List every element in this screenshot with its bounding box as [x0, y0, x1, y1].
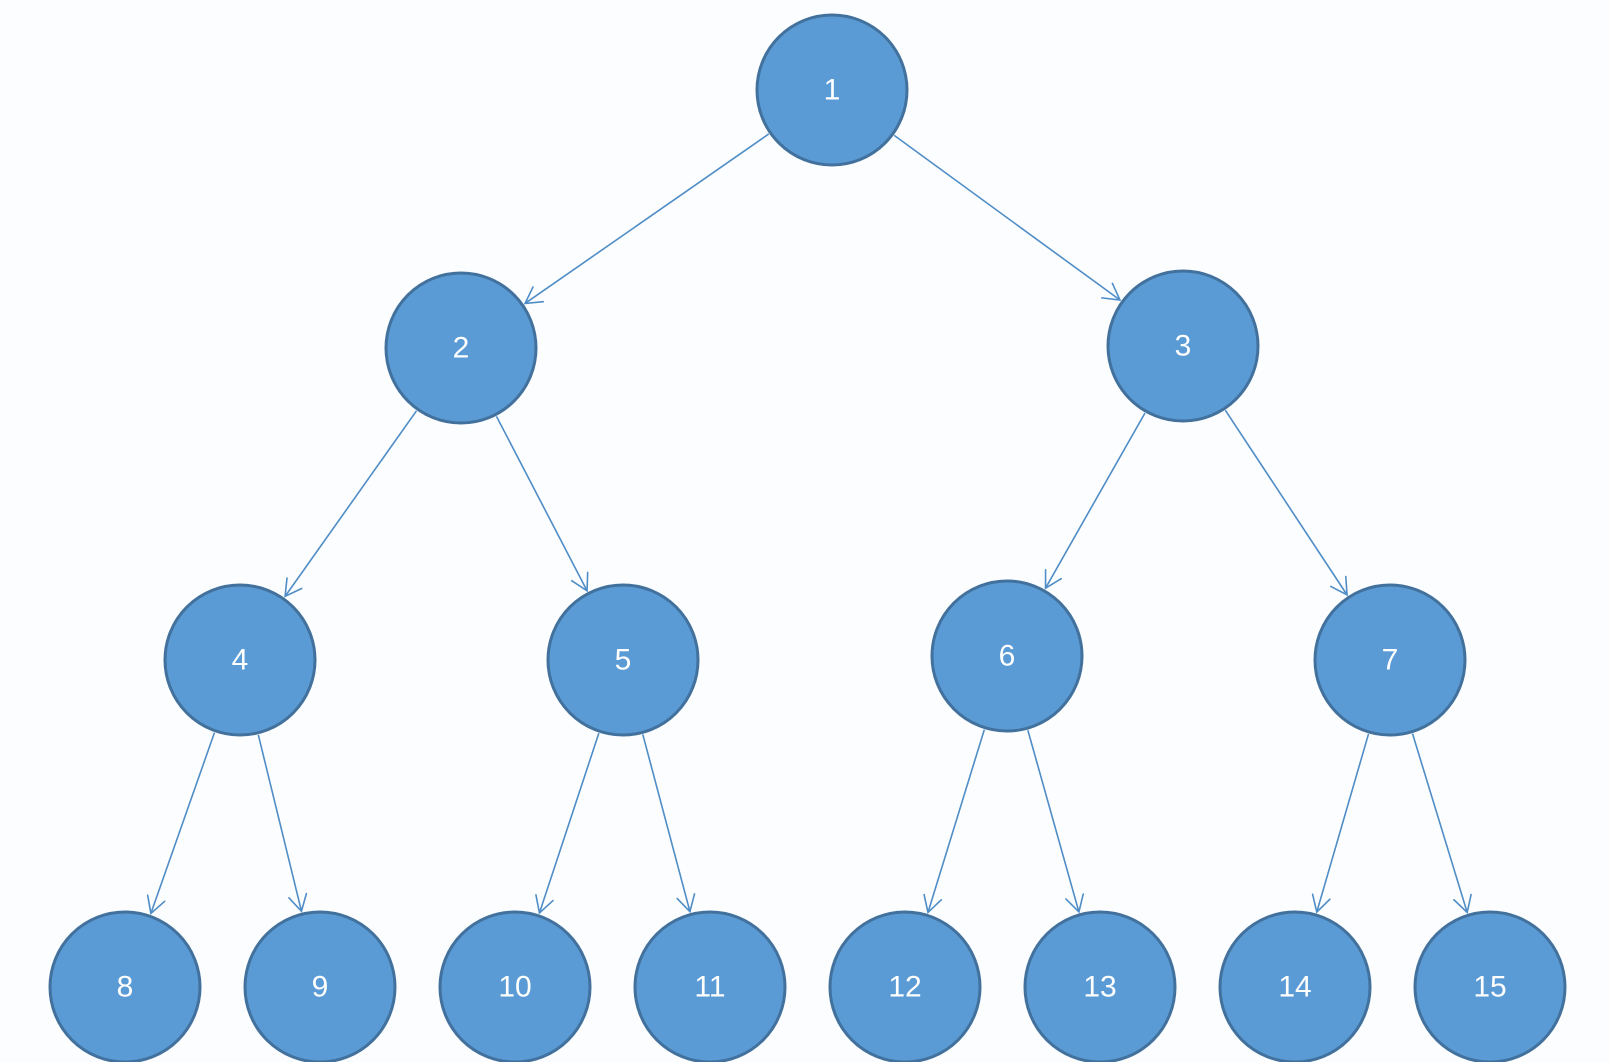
arrowhead-icon: [288, 892, 308, 913]
arrowhead-icon: [1044, 569, 1063, 590]
edge-line: [150, 732, 216, 914]
edge-n7-n14: [1311, 733, 1370, 914]
node-label: 1: [824, 74, 841, 107]
arrowhead-icon: [535, 894, 554, 915]
edge-n6-n12: [923, 729, 986, 915]
tree-node-13: 13: [1023, 910, 1177, 1062]
edge-line: [927, 729, 986, 913]
arrowhead-icon: [676, 893, 696, 914]
node-label: 8: [117, 971, 134, 1004]
edge-n1-n3: [893, 134, 1122, 301]
edge-line: [538, 732, 600, 914]
node-label: 14: [1278, 971, 1311, 1004]
node-label: 9: [312, 971, 329, 1004]
arrowhead-icon: [1311, 893, 1331, 914]
tree-node-15: 15: [1413, 910, 1567, 1062]
tree-node-2: 2: [384, 271, 538, 425]
node-label: 2: [453, 332, 470, 365]
edge-n6-n13: [1027, 729, 1085, 914]
node-circle: [828, 910, 982, 1062]
arrowhead-icon: [1100, 282, 1122, 301]
arrowhead-icon: [1329, 575, 1348, 597]
node-label: 6: [999, 640, 1016, 673]
node-label: 10: [498, 971, 531, 1004]
tree-node-8: 8: [48, 910, 202, 1062]
tree-node-12: 12: [828, 910, 982, 1062]
tree-node-3: 3: [1106, 269, 1260, 423]
node-label: 7: [1382, 644, 1399, 677]
edge-n4-n9: [257, 734, 308, 913]
arrowhead-icon: [146, 894, 166, 915]
edge-line: [642, 734, 691, 912]
node-circle: [1106, 269, 1260, 423]
tree-node-11: 11: [633, 910, 787, 1062]
tree-node-5: 5: [546, 583, 700, 737]
edge-n3-n6: [1044, 412, 1146, 590]
tree-node-7: 7: [1313, 583, 1467, 737]
node-circle: [546, 583, 700, 737]
node-circle: [1413, 910, 1567, 1062]
edge-n2-n5: [495, 415, 589, 593]
edge-line: [1224, 409, 1348, 596]
edge-n3-n7: [1224, 409, 1348, 597]
tree-node-14: 14: [1218, 910, 1372, 1062]
arrowhead-icon: [570, 571, 589, 593]
node-label: 15: [1473, 971, 1506, 1004]
node-circle: [1023, 910, 1177, 1062]
edge-line: [524, 133, 770, 305]
edge-line: [284, 410, 418, 597]
edge-n4-n8: [146, 732, 216, 915]
edge-line: [1027, 729, 1080, 913]
tree-node-6: 6: [930, 579, 1084, 733]
tree-node-10: 10: [438, 910, 592, 1062]
node-circle: [755, 13, 909, 167]
edge-n1-n2: [523, 133, 770, 305]
node-label: 4: [232, 644, 249, 677]
tree-node-1: 1: [755, 13, 909, 167]
arrowhead-icon: [523, 286, 545, 305]
edge-line: [1044, 412, 1146, 589]
node-circle: [633, 910, 787, 1062]
node-circle: [438, 910, 592, 1062]
arrowhead-icon: [1065, 893, 1085, 914]
arrowhead-icon: [923, 893, 943, 915]
edges-layer: [146, 133, 1472, 915]
edge-line: [495, 415, 588, 592]
edge-n7-n15: [1411, 733, 1472, 914]
node-label: 5: [615, 644, 632, 677]
edge-line: [893, 134, 1121, 301]
node-label: 3: [1175, 330, 1192, 363]
node-label: 13: [1083, 971, 1116, 1004]
edge-line: [1315, 733, 1370, 913]
edge-n5-n10: [535, 732, 600, 915]
edge-line: [1411, 733, 1468, 913]
node-circle: [48, 910, 202, 1062]
node-label: 12: [888, 971, 921, 1004]
tree-node-9: 9: [243, 910, 397, 1062]
tree-node-4: 4: [163, 583, 317, 737]
node-circle: [243, 910, 397, 1062]
node-circle: [1218, 910, 1372, 1062]
node-circle: [163, 583, 317, 737]
edge-n5-n11: [642, 734, 696, 914]
node-circle: [384, 271, 538, 425]
edge-n2-n4: [284, 410, 418, 598]
node-circle: [930, 579, 1084, 733]
node-label: 11: [694, 971, 725, 1004]
arrowhead-icon: [1453, 893, 1472, 914]
arrowhead-icon: [284, 577, 303, 598]
edge-line: [257, 734, 303, 912]
node-circle: [1313, 583, 1467, 737]
